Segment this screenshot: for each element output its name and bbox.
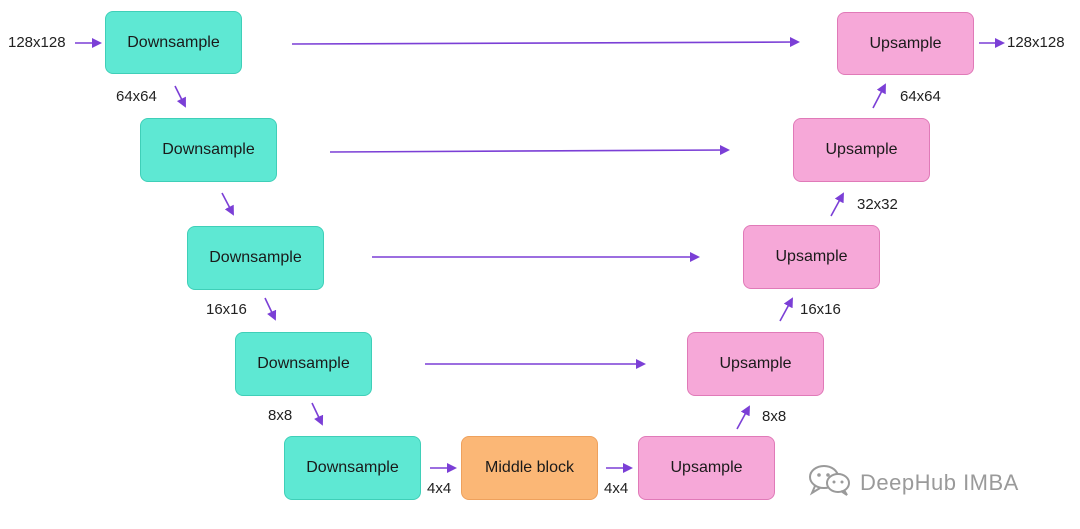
upsample-block-4: Upsample <box>793 118 930 182</box>
upsample-block-2: Upsample <box>687 332 824 396</box>
downsample-block-4: Downsample <box>235 332 372 396</box>
skip-arrow-1 <box>291 37 800 48</box>
up-arrow-2 <box>779 297 793 322</box>
down-arrow-1 <box>174 85 186 108</box>
down-arrow-2 <box>221 192 234 216</box>
dim-label-8-up: 8x8 <box>762 408 787 425</box>
down-arrow-4 <box>311 402 324 426</box>
watermark-text: DeepHub IMBA <box>860 469 1019 495</box>
up-arrow-4 <box>872 83 886 109</box>
input-dim-label: 128x128 <box>8 34 66 51</box>
middle-block: Middle block <box>461 436 598 500</box>
skip-arrow-2 <box>329 145 730 156</box>
up-arrow-3 <box>830 192 844 217</box>
downsample-block-2: Downsample <box>140 118 277 182</box>
dim-label-16-up: 16x16 <box>800 301 841 318</box>
dim-label-8-down: 8x8 <box>268 407 293 424</box>
down-arrow-3 <box>264 297 277 321</box>
downsample-block-1: Downsample <box>105 11 242 74</box>
output-dim-label: 128x128 <box>1007 34 1065 51</box>
dim-label-64-up: 64x64 <box>900 88 941 105</box>
downsample-block-5: Downsample <box>284 436 421 500</box>
downsample-block-3: Downsample <box>187 226 324 290</box>
dim-label-16-down: 16x16 <box>206 301 247 318</box>
dim-label-4-out: 4x4 <box>604 480 629 497</box>
watermark: DeepHub IMBA <box>806 462 1019 503</box>
upsample-block-5: Upsample <box>837 12 974 75</box>
upsample-block-1: Upsample <box>638 436 775 500</box>
dim-label-4-in: 4x4 <box>427 480 452 497</box>
dim-label-64-down: 64x64 <box>116 88 157 105</box>
upsample-block-3: Upsample <box>743 225 880 289</box>
wechat-icon <box>806 462 854 503</box>
up-arrow-1 <box>736 405 750 430</box>
dim-label-32-up: 32x32 <box>857 196 898 213</box>
